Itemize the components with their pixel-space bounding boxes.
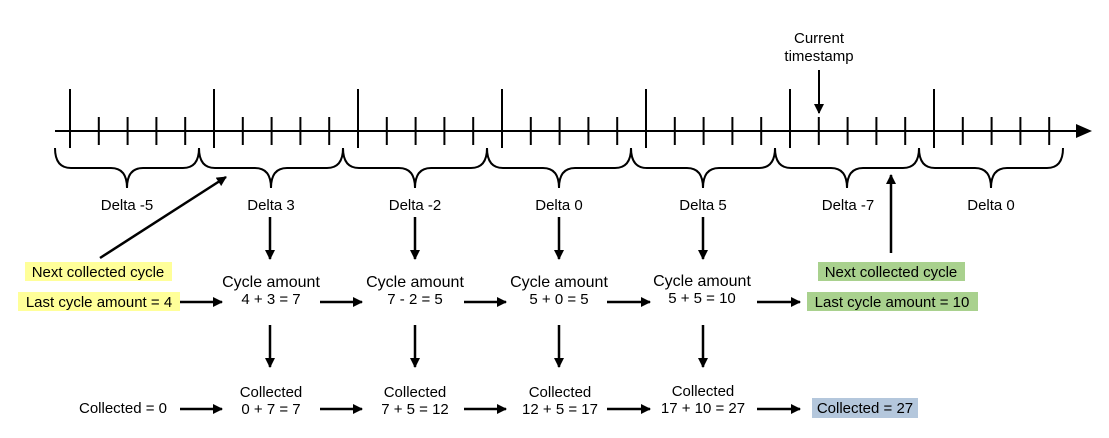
delta-brace — [486, 147, 632, 189]
timeline-ticks — [69, 89, 1051, 148]
collected-blocks: Collected 0 + 7 = 7 Collected 7 + 5 = 12… — [240, 383, 745, 418]
diagonal-arrow — [99, 175, 227, 260]
last-cycle-amount-label: Last cycle amount = 10 — [815, 294, 970, 311]
cycle-amount-title: Cycle amount — [510, 274, 608, 291]
delta-label: Delta 0 — [535, 197, 583, 214]
last-cycle-amount-highlight — [807, 292, 978, 311]
delta-brace — [198, 147, 344, 189]
collected-formula: 17 + 10 = 27 — [661, 400, 745, 417]
cycle-amount-title: Cycle amount — [222, 274, 320, 291]
current-timestamp-marker: Current timestamp — [784, 30, 854, 114]
next-collected-cycle-label: Next collected cycle — [32, 264, 165, 281]
collected-title: Collected — [672, 383, 735, 400]
delta-brace — [918, 147, 1064, 189]
current-timestamp-label-line1: Current — [794, 30, 845, 47]
current-timestamp-label-line2: timestamp — [784, 48, 853, 65]
delta-brace — [54, 147, 200, 189]
delta-label: Delta -2 — [389, 197, 442, 214]
cycle-amount-formula: 7 - 2 = 5 — [387, 291, 442, 308]
collected-start-label: Collected = 0 — [79, 400, 167, 417]
delta-label: Delta -5 — [101, 197, 154, 214]
delta-brace — [342, 147, 488, 189]
cycle-amount-title: Cycle amount — [653, 273, 751, 290]
delta-brace — [630, 147, 776, 189]
timeline-arrowhead — [1076, 124, 1092, 138]
delta-label: Delta 3 — [247, 197, 295, 214]
collected-formula: 0 + 7 = 7 — [241, 401, 300, 418]
timeline — [55, 89, 1092, 148]
delta-labels: Delta -5 Delta 3 Delta -2 Delta 0 Delta … — [101, 197, 1015, 214]
cycle-amount-formula: 5 + 5 = 10 — [668, 290, 736, 307]
next-collected-cycle-label: Next collected cycle — [825, 264, 958, 281]
collected-total-highlight — [812, 398, 918, 418]
flow-arrows — [99, 174, 896, 414]
delta-label: Delta -7 — [822, 197, 875, 214]
cycle-amount-formula: 4 + 3 = 7 — [241, 291, 300, 308]
delta-braces — [54, 147, 1064, 189]
next-collected-cycle-highlight — [818, 262, 965, 281]
collected-title: Collected — [529, 384, 592, 401]
delta-label: Delta 5 — [679, 197, 727, 214]
cycle-amount-blocks: Cycle amount 4 + 3 = 7 Cycle amount 7 - … — [222, 273, 751, 308]
last-cycle-amount-label: Last cycle amount = 4 — [26, 294, 172, 311]
collected-formula: 7 + 5 = 12 — [381, 401, 449, 418]
delta-label: Delta 0 — [967, 197, 1015, 214]
left-start-block: Next collected cycle Last cycle amount =… — [18, 262, 180, 417]
cycle-amount-formula: 5 + 0 = 5 — [529, 291, 588, 308]
delta-brace — [774, 147, 920, 189]
right-end-block: Next collected cycle Last cycle amount =… — [807, 262, 978, 418]
collected-title: Collected — [240, 384, 303, 401]
collected-total-label: Collected = 27 — [817, 400, 913, 417]
collected-formula: 12 + 5 = 17 — [522, 401, 598, 418]
next-collected-cycle-highlight — [25, 262, 172, 281]
collected-title: Collected — [384, 384, 447, 401]
cycle-amount-title: Cycle amount — [366, 274, 464, 291]
last-cycle-amount-highlight — [18, 292, 180, 311]
